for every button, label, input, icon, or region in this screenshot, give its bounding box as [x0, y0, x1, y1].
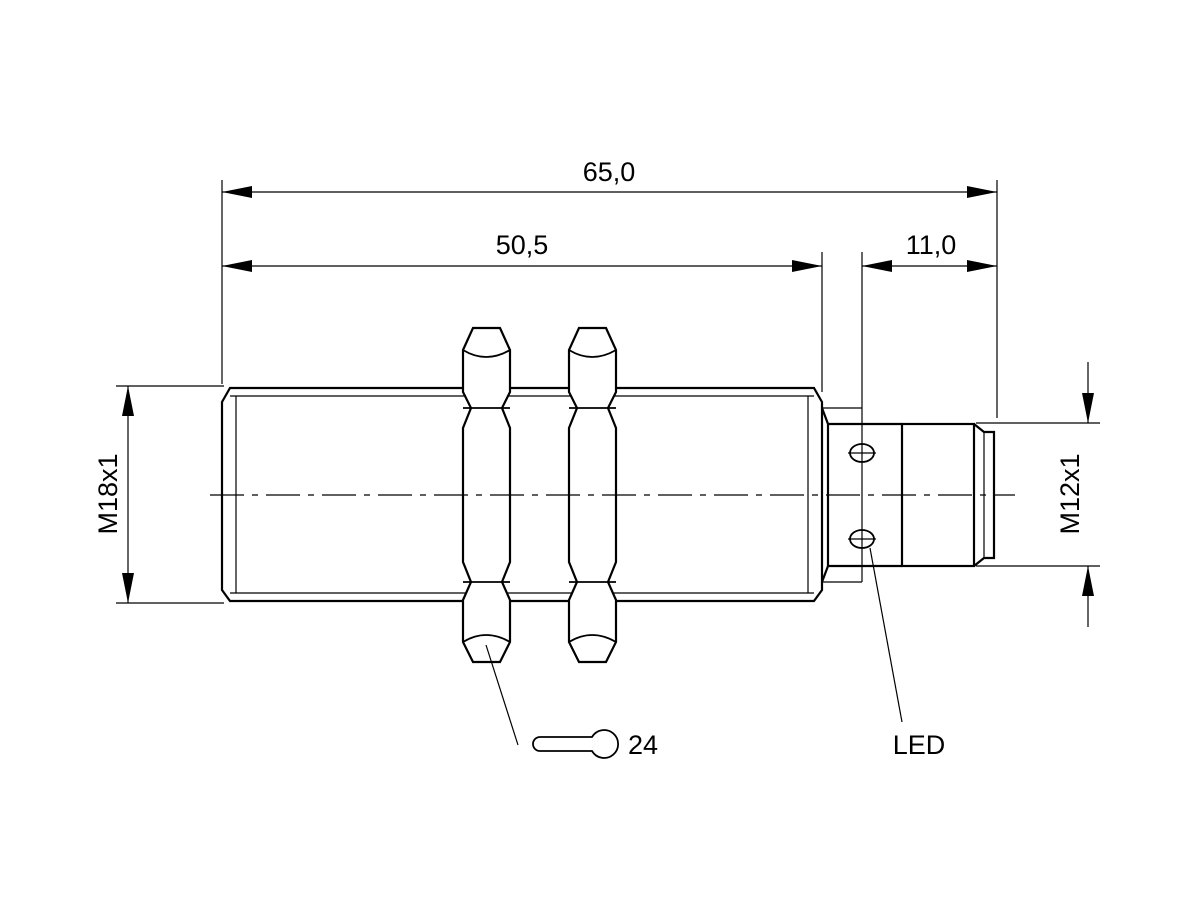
body-length-dimension: 50,5 [222, 230, 823, 392]
arrowhead-right [967, 260, 997, 272]
wrench-icon-shape [532, 729, 620, 759]
led-callout: LED [869, 547, 946, 760]
body-length-label: 50,5 [496, 230, 549, 260]
arrowhead-bottom [122, 573, 134, 603]
arrowhead-top [1082, 393, 1094, 423]
overall-length-label: 65,0 [583, 157, 636, 187]
led-label: LED [893, 730, 946, 760]
connector-length-label: 11,0 [906, 230, 957, 260]
connector-thread-dimension: M12x1 [976, 362, 1100, 627]
led-leader-line [869, 547, 903, 723]
body-thread-dimension: M18x1 [93, 385, 224, 604]
wrench-callout: 24 [485, 644, 658, 760]
body-outline [220, 386, 824, 603]
wrench-size-label: 24 [628, 730, 658, 760]
hex-nut-left-outline [461, 326, 512, 664]
wrench-icon [532, 729, 620, 759]
arrowhead-right [792, 260, 822, 272]
arrowhead-left [222, 186, 252, 198]
arrowhead-left [862, 260, 892, 272]
hex-nut-left [461, 326, 512, 664]
hex-nut-right-curve-top [568, 349, 617, 358]
wrench-leader-line [485, 644, 519, 746]
hex-nut-left-curve-bottom [462, 634, 511, 643]
arrowhead-bottom [1082, 566, 1094, 596]
arrowhead-left [222, 260, 252, 272]
arrowhead-top [122, 386, 134, 416]
body-thread-label: M18x1 [93, 453, 123, 534]
arrowhead-right [967, 186, 997, 198]
hex-nut-right-curve-bottom [568, 634, 617, 643]
hex-nut-left-curve-top [462, 349, 511, 358]
threaded-body [220, 386, 824, 603]
connector-thread-label: M12x1 [1055, 453, 1085, 534]
connector-length-dimension: 11,0 [861, 230, 997, 408]
overall-length-dimension: 65,0 [221, 157, 998, 418]
